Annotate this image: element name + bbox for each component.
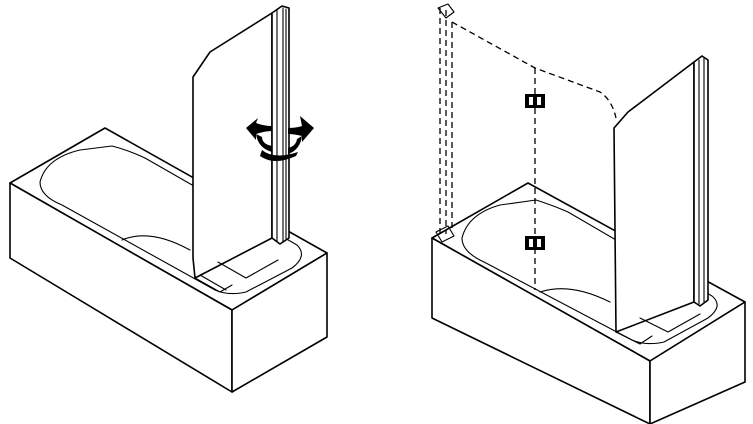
- left-bathtub: [9, 127, 328, 393]
- left-shower-screen: [192, 5, 290, 293]
- hinge-icon: [525, 236, 545, 250]
- right-bathtub: [431, 182, 746, 424]
- right-folded-panel-outline: [439, 8, 617, 290]
- left-wall-profile: [435, 3, 455, 243]
- hinge-icon: [525, 94, 545, 108]
- rotate-arrow-icon: [246, 116, 314, 161]
- right-shower-screen: [613, 55, 709, 345]
